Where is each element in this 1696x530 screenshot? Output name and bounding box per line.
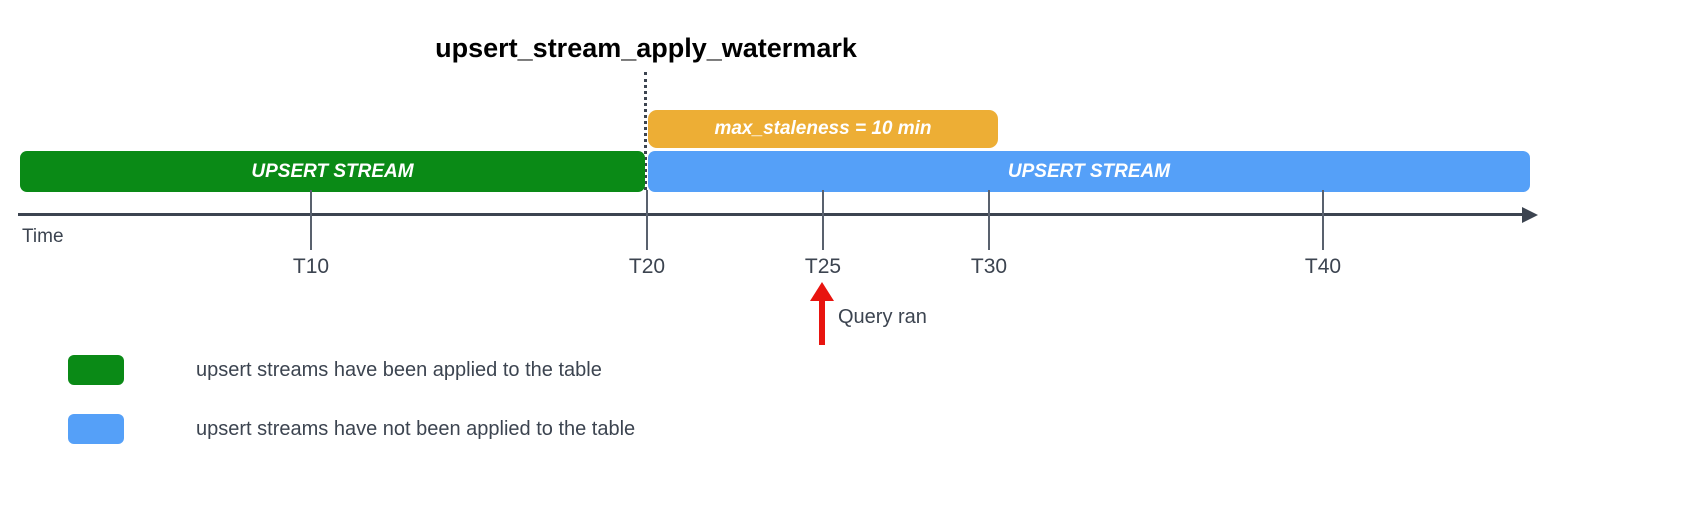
upsert-stream-applied-label: UPSERT STREAM <box>251 160 414 182</box>
axis-tick-mark <box>310 190 312 250</box>
max-staleness-label: max_staleness = 10 min <box>714 118 932 139</box>
axis-tick-mark <box>1322 190 1324 250</box>
time-axis-arrow-icon <box>1522 207 1538 223</box>
legend-item: upsert streams have been applied to the … <box>68 355 602 385</box>
axis-tick-label: T10 <box>292 255 330 278</box>
axis-tick-mark <box>822 190 824 250</box>
query-marker-arrow-icon <box>810 282 834 301</box>
legend-item: upsert streams have not been applied to … <box>68 414 635 444</box>
upsert-stream-not-applied-bar: UPSERT STREAM <box>648 151 1530 192</box>
query-marker-label: Query ran <box>838 306 927 328</box>
axis-tick-mark <box>988 190 990 250</box>
page-title: upsert_stream_apply_watermark <box>435 33 857 63</box>
axis-tick-mark <box>646 190 648 250</box>
axis-tick-label: T30 <box>970 255 1008 278</box>
query-marker-shaft <box>819 297 825 345</box>
time-axis-label: Time <box>22 226 64 247</box>
legend-item-label: upsert streams have been applied to the … <box>196 358 602 381</box>
watermark-dotted-line <box>644 72 647 190</box>
axis-tick-label: T20 <box>628 255 666 278</box>
legend-color-swatch <box>68 414 124 444</box>
upsert-stream-applied-bar: UPSERT STREAM <box>20 151 645 192</box>
axis-tick-label: T40 <box>1304 255 1342 278</box>
upsert-stream-not-applied-label: UPSERT STREAM <box>1007 160 1171 182</box>
axis-tick-label: T25 <box>804 255 842 278</box>
legend-item-label: upsert streams have not been applied to … <box>196 417 636 440</box>
time-axis-line <box>18 213 1528 216</box>
max-staleness-bar: max_staleness = 10 min <box>648 110 998 148</box>
legend-color-swatch <box>68 355 124 385</box>
